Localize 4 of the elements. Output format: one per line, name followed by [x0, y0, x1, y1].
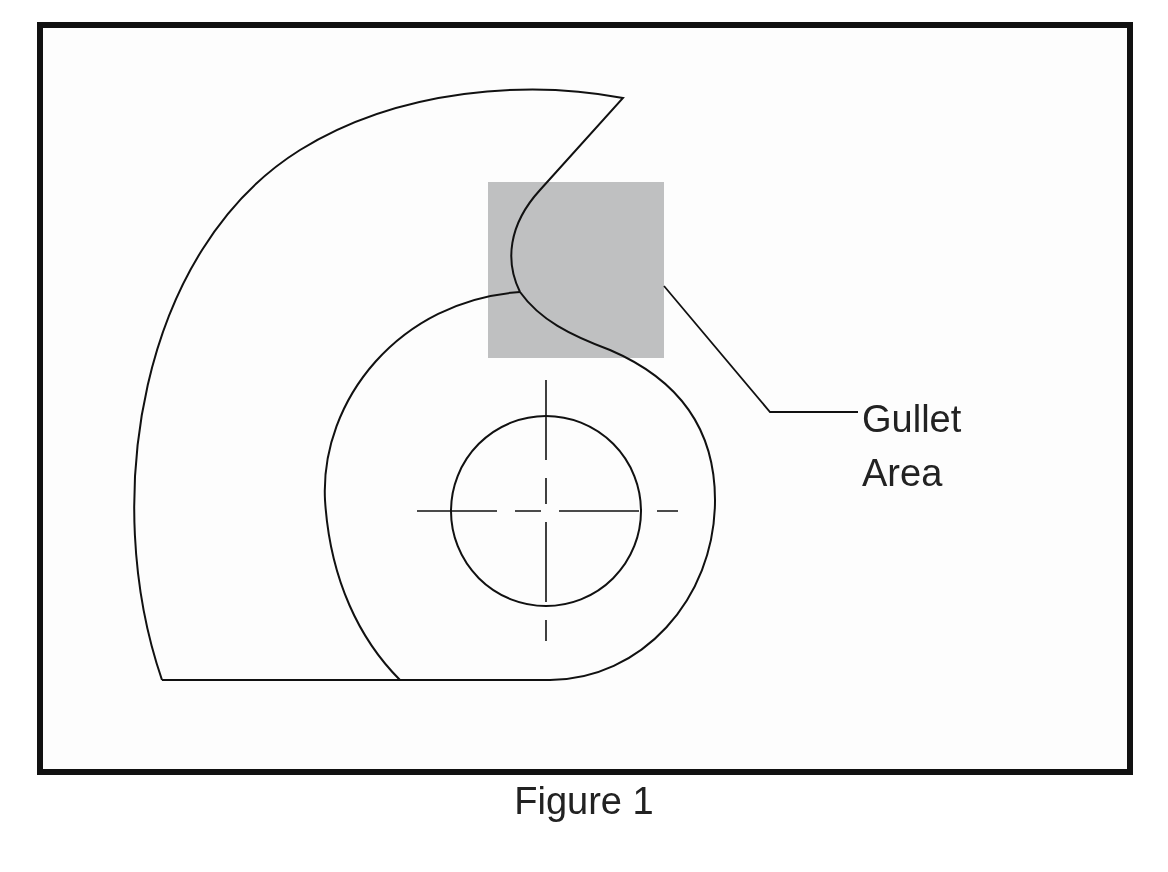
leader-line	[663, 285, 859, 413]
callout-label: Gullet Area	[862, 392, 1022, 500]
gullet-area-highlight	[488, 182, 664, 358]
figure-caption: Figure 1	[513, 780, 655, 823]
